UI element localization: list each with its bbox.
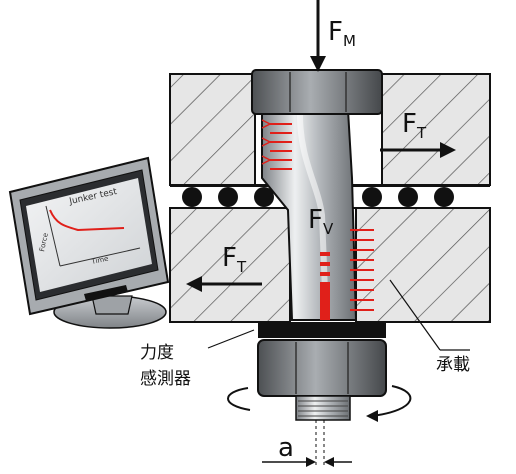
monitor-curve: [49, 209, 125, 232]
monitor-x-axis: Time: [90, 255, 109, 267]
monitor-y-axis: Force: [38, 232, 50, 252]
ball: [434, 187, 454, 207]
clamp-force-marks-lower: [350, 229, 374, 311]
rotation-arrow: [227, 385, 412, 422]
fv-label: FV: [308, 205, 334, 238]
ball: [218, 187, 238, 207]
ft-lower-label: FT: [222, 243, 247, 276]
monitor: Junker test Force Time: [8, 156, 170, 329]
force-sensor-washer: [258, 322, 386, 338]
ft-upper-arrow: FT: [380, 109, 456, 158]
fm-label: FM: [328, 17, 356, 50]
sensor-label: 力度 感測器: [140, 329, 255, 389]
ball: [398, 187, 418, 207]
ball: [362, 187, 382, 207]
ft-lower-arrow: FT: [186, 243, 262, 292]
ball: [182, 187, 202, 207]
bearing-label: 承載: [389, 279, 470, 375]
bolt-thread-end: [295, 395, 351, 421]
sensor-label-line2: 感測器: [140, 369, 191, 389]
ft-upper-label: FT: [402, 109, 427, 142]
displacement-label: a: [278, 433, 294, 463]
displacement-dimension: a: [262, 420, 352, 468]
lower-plate: [169, 207, 491, 323]
preload-indicator: [320, 252, 330, 320]
nut: [257, 339, 387, 397]
bolt-head: [251, 69, 383, 115]
fm-arrow: FM: [310, 0, 356, 72]
clamp-force-marks-upper: [261, 119, 292, 170]
bearing-label-text: 承載: [436, 355, 470, 375]
ball: [254, 187, 274, 207]
sensor-label-line1: 力度: [140, 343, 174, 363]
roller-bearings: [170, 185, 490, 209]
